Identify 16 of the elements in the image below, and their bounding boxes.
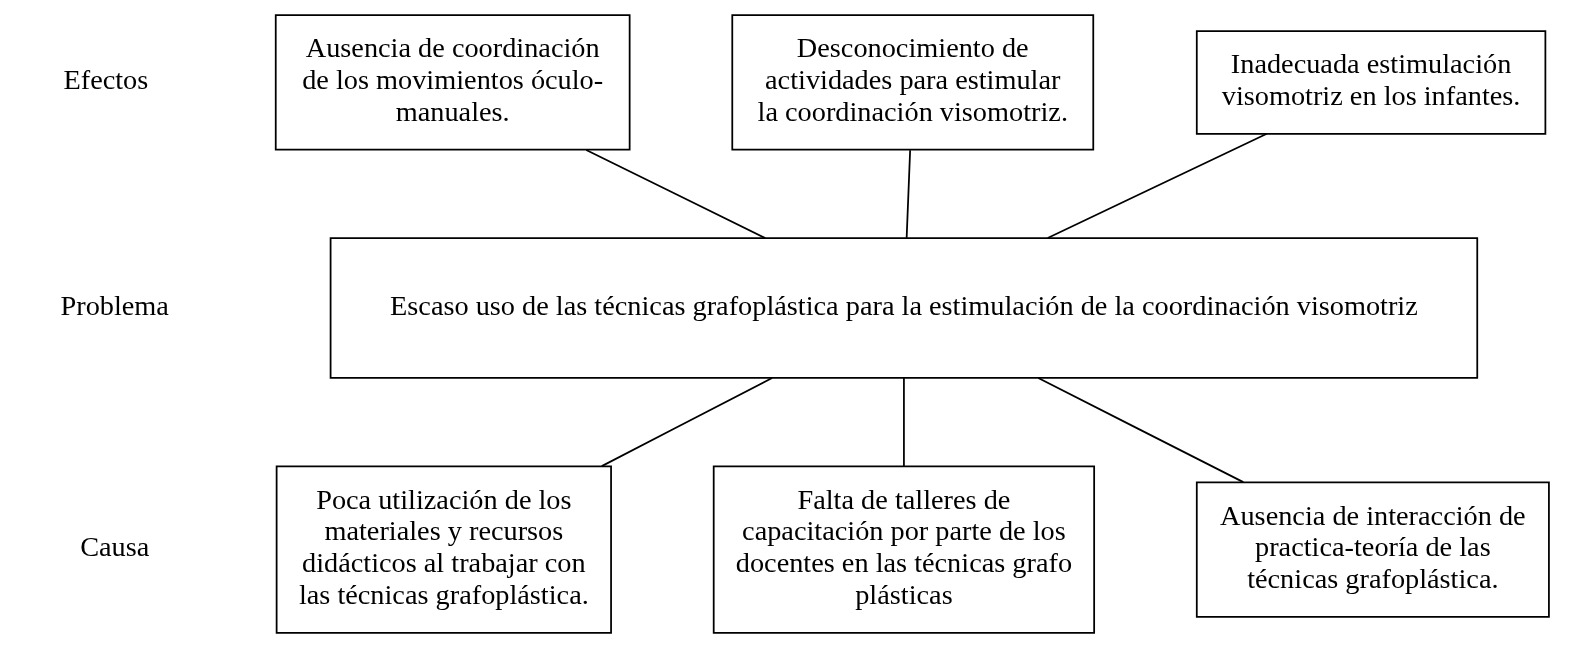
label: Causa bbox=[80, 531, 150, 563]
connector bbox=[585, 149, 767, 239]
label: Problema bbox=[60, 289, 169, 321]
connector bbox=[1046, 132, 1268, 239]
connector bbox=[600, 377, 773, 467]
node-box: Falta de talleres de capacitación por parte de los docentes en las técnicas grafo plásticas bbox=[712, 465, 1096, 634]
node-box: Poca utilización de los materiales y recursos didácticos al trabajar con las técnicas grafoplástica. bbox=[275, 465, 612, 634]
connector bbox=[1037, 377, 1245, 483]
node-box: Inadecuada estimulación visomotriz en los infantes. bbox=[1195, 30, 1547, 135]
label: Efectos bbox=[63, 64, 149, 96]
connector bbox=[903, 377, 905, 467]
connector bbox=[905, 149, 911, 239]
node-box: Escaso uso de las técnicas grafoplástica para la estimulación de la coordinación visomotriz bbox=[329, 237, 1479, 379]
node-box: Ausencia de interacción de practica-teoría de las técnicas grafoplástica. bbox=[1195, 481, 1550, 618]
node-box: Desconocimiento de actividades para estimular la coordinación visomotriz. bbox=[731, 14, 1095, 151]
node-box: Ausencia de coordinación de los movimientos óculo-manuales. bbox=[274, 14, 631, 151]
